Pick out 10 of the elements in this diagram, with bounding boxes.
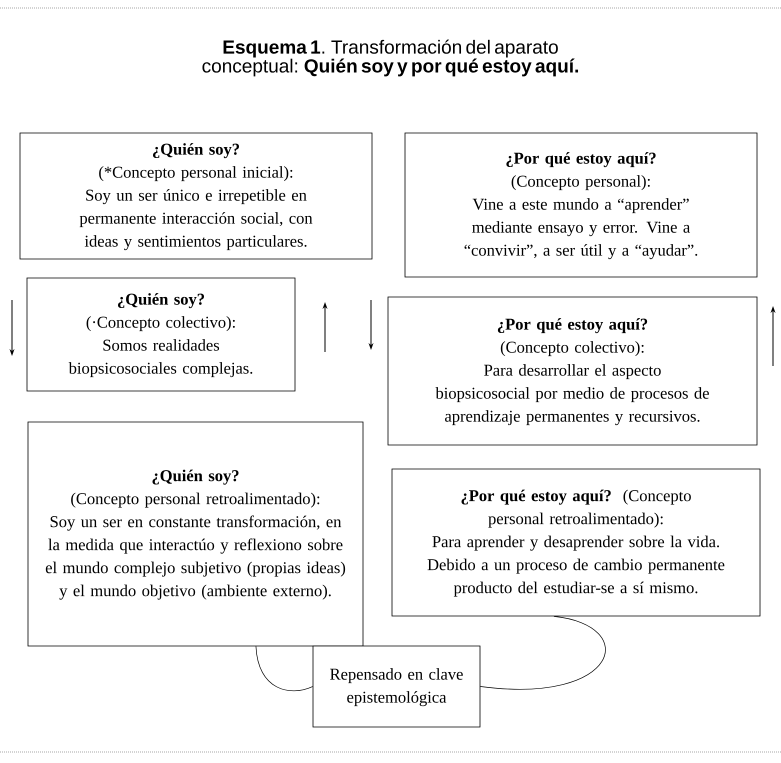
text-box: ¿Por qué estoy aquí? (Concepto personal retroalimentado): Para aprender y desaprender sobre la vida. Debido a un proceso de cambio permanente producto del estudiar-se a sí mismo. <box>392 468 760 616</box>
text-box: ¿Por qué estoy aquí? (Concepto colectivo): Para desarrollar el aspecto biopsicosocial por medio de procesos de aprendizaje permanentes y recursivos. <box>388 296 758 446</box>
connector-curve <box>256 646 313 692</box>
connector-curve <box>480 616 606 690</box>
text-box: ¿Por qué estoy aquí? (Concepto personal): Vine a este mundo a “aprender” mediante ensayo y error. Vine a “convivir”, a ser útil y a “ayudar”. <box>404 132 758 278</box>
title: Esquema 1. Transformación del aparato conceptual: Quién soy y por qué estoy aquí. <box>202 40 578 76</box>
text-box: ¿Quién soy? (·Concepto colectivo): Somos realidades biopsicosociales complejas. <box>26 278 296 392</box>
text-box: Repensado en clave epistemológica <box>312 646 480 728</box>
text-box: ¿Quién soy? (*Concepto personal inicial): Soy un ser único e irrepetible en permanente interacción social, con ideas y sentimientos particulares. <box>20 132 372 260</box>
text-box: ¿Quién soy? (Concepto personal retroalimentado): Soy un ser en constante transformación, en la medida que interactúo y reflexiono sobre el mundo complejo subjetivo (propias ideas) y el mundo objetivo (ambiente externo). <box>28 422 364 646</box>
